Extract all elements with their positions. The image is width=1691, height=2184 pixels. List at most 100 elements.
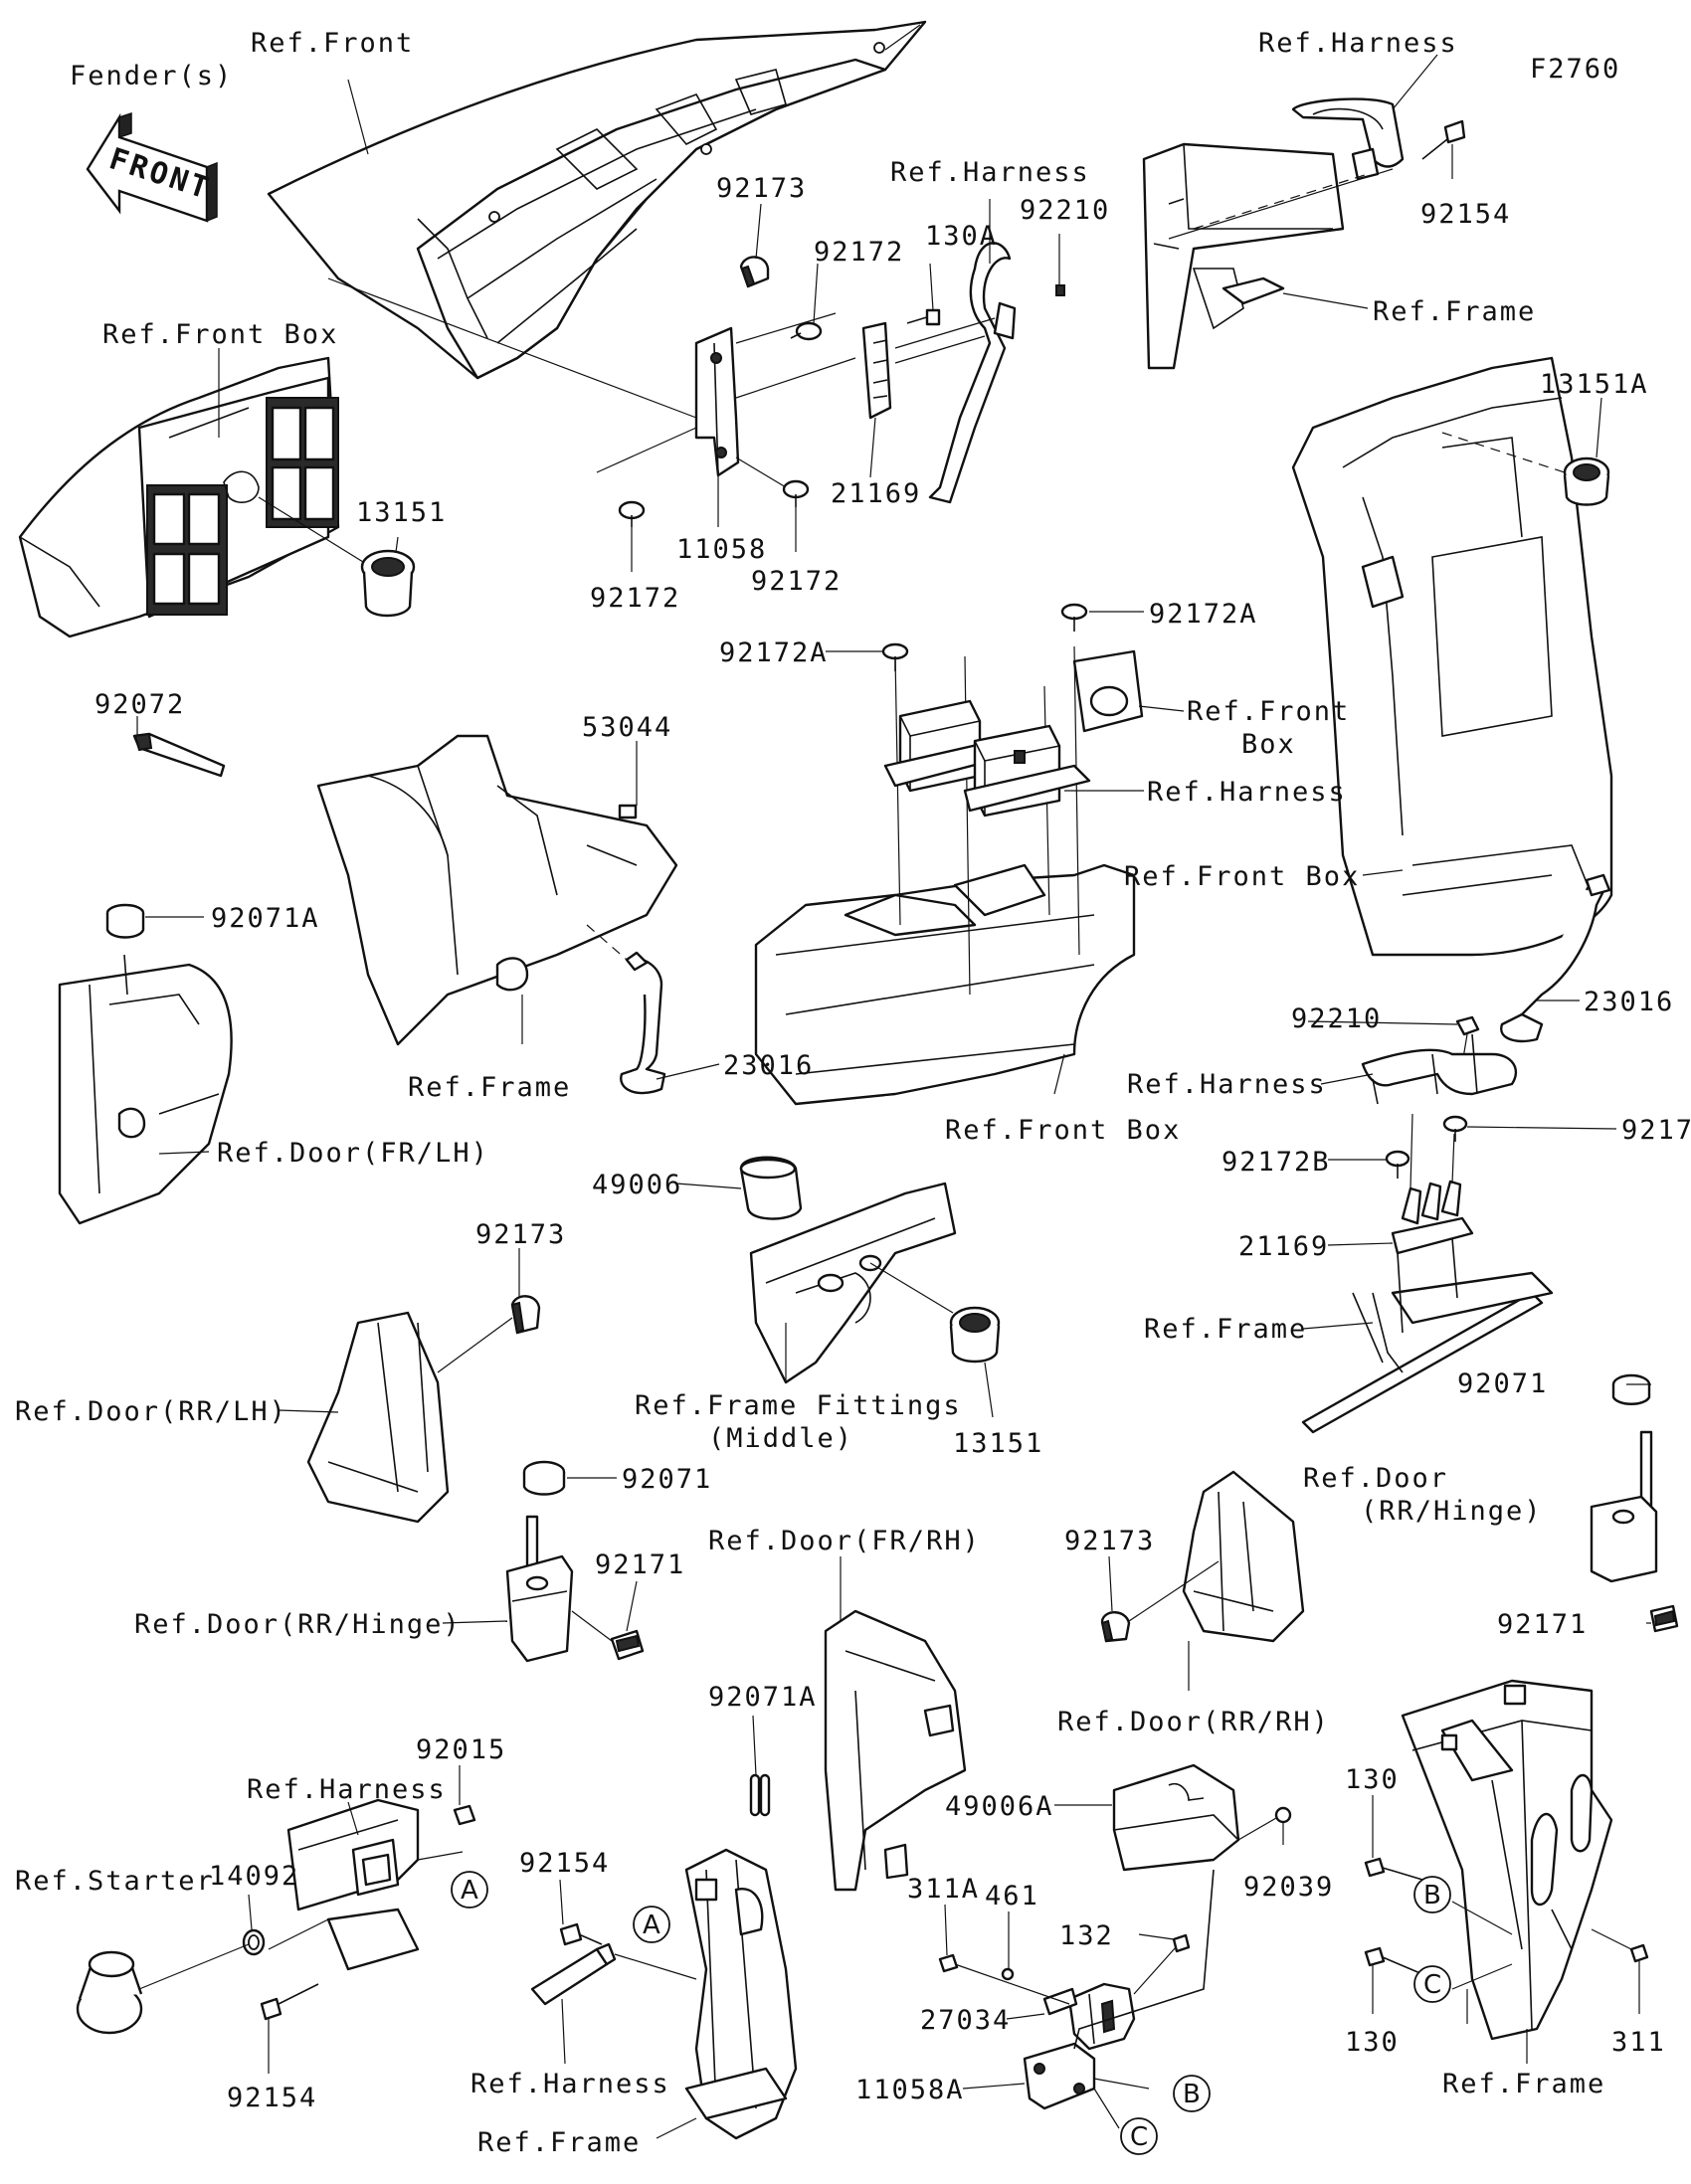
holder-21169-top [861, 242, 1017, 504]
callout-ref-frame-right: Ref.Frame [1144, 1314, 1307, 1345]
callout-ref-door-rr-rh: Ref.Door(RR/RH) [1057, 1707, 1330, 1737]
cap-49006 [739, 1156, 803, 1220]
callout-p311a: 311A [907, 1874, 980, 1905]
harness-right [1361, 1033, 1518, 1105]
fuse-box-right [963, 724, 1091, 818]
frame-right [1301, 1237, 1554, 1434]
callout-p92172a-left: 92172A [719, 637, 829, 668]
callout-ref-front-box-left: Ref.Front Box [102, 319, 338, 350]
callout-p92071a-lower: 92071A [708, 1682, 818, 1713]
screw-92172a-right [1060, 603, 1088, 632]
callout-line: Ref.Frame Fittings [635, 1390, 962, 1421]
harness-lower-left [268, 1798, 464, 1971]
screw-92172a-left [881, 642, 909, 671]
callout-ref-frame-fittings: Ref.Frame Fittings(Middle) [635, 1390, 962, 1454]
door-rr-hinge-right [1590, 1430, 1658, 1583]
socket-13151a [1441, 432, 1610, 506]
callout-p92173-mid: 92173 [475, 1219, 566, 1250]
callout-p132: 132 [1059, 1920, 1114, 1951]
cover-front-box-mid [1072, 649, 1144, 733]
callout-p11058: 11058 [676, 534, 767, 565]
nut-311a [938, 1953, 959, 1973]
grommet-92071-mid [522, 1460, 566, 1496]
bolt-92172-top [790, 321, 823, 341]
callout-ref-harness-mid: Ref.Harness [1147, 777, 1347, 808]
bracket-11058 [327, 277, 856, 488]
figure-id: F2760 [1530, 54, 1620, 85]
callout-p92172b-left: 92172B [1221, 1147, 1331, 1178]
callout-p92172-left: 92172 [590, 583, 680, 614]
callout-p92173-lower: 92173 [1064, 1526, 1155, 1556]
callout-p23016-right: 23016 [1584, 987, 1674, 1017]
callout-p49006a: 49006A [945, 1791, 1054, 1822]
front-box-left [18, 356, 340, 638]
callout-p92171-right: 92171 [1497, 1609, 1588, 1640]
socket-13151-mid [869, 1262, 1001, 1364]
clip-92173-mid [437, 1295, 541, 1373]
clip-92171-right [1649, 1604, 1679, 1633]
callout-ref-harness-bottom: Ref.Harness [470, 2069, 670, 2099]
harness-bottom [530, 1942, 697, 2006]
callout-p92039: 92039 [1243, 1872, 1334, 1903]
clip-92173-top [739, 256, 770, 288]
door-fr-rh [824, 1609, 967, 1892]
callout-p130a: 130A [925, 221, 998, 252]
callout-ref-door-rr-hinge-left: Ref.Door(RR/Hinge) [134, 1609, 462, 1640]
callout-ref-starter-motor: Ref.StarterMotor [15, 1866, 1691, 1929]
cover-49006a [1112, 1763, 1240, 1872]
callout-ref-door-fr-lh: Ref.Door(FR/LH) [217, 1138, 489, 1169]
callout-p92015: 92015 [416, 1734, 506, 1765]
grommet-92071a-lower [749, 1773, 771, 1817]
callout-p92071a-top: 92071A [211, 903, 320, 934]
callout-ref-door-fr-rh: Ref.Door(FR/RH) [708, 1526, 981, 1556]
callout-p14092: 14092 [209, 1861, 299, 1892]
callout-p130-bottom: 130 [1345, 2027, 1400, 2058]
callout-line: (Middle) [708, 1423, 853, 1454]
callout-p92172a-right: 92172A [1149, 599, 1258, 630]
front-box-right [1291, 356, 1613, 957]
circle-c-right: C [1423, 1970, 1441, 2000]
door-rr-hinge-left [505, 1515, 574, 1663]
screw-92172b-right [1442, 1115, 1468, 1142]
callout-p92172-top: 92172 [814, 237, 904, 268]
screw-92172b-left [1385, 1150, 1410, 1179]
callout-ref-door-rr-hinge-right: Ref.Door(RR/Hinge) [1303, 1463, 1543, 1527]
callout-p92210-top: 92210 [1020, 195, 1110, 226]
callout-p92171-mid: 92171 [595, 1549, 685, 1580]
socket-13151-left [258, 496, 416, 618]
callout-p49006: 49006 [592, 1170, 682, 1200]
callout-ref-frame-bottom-right: Ref.Frame [1442, 2069, 1605, 2099]
callout-ref-front-box-right: Ref.Front Box [1124, 861, 1360, 892]
callout-ref-front-box-bottom: Ref.Front Box [945, 1115, 1181, 1146]
callout-line: Ref.Starter [15, 1866, 215, 1897]
callout-p461: 461 [985, 1881, 1039, 1911]
callout-line: (RR/Hinge) [1361, 1496, 1543, 1527]
circle-b-right: B [1423, 1881, 1441, 1911]
bolt-92172-right [782, 479, 810, 507]
callout-p21169-top: 21169 [831, 478, 921, 509]
callout-p92172-right: 92172 [751, 566, 842, 597]
holder-21169-right [1391, 1113, 1474, 1255]
callout-ref-frame-bottom-mid: Ref.Frame [477, 2127, 641, 2158]
frame-bottom-right [1401, 1679, 1613, 2041]
nut-92039 [1237, 1806, 1292, 1841]
frame-top-right [1142, 97, 1405, 370]
frame-mid-left [316, 734, 678, 1046]
callout-p130-top: 130 [1345, 1764, 1400, 1795]
bolt-130-top [1364, 1857, 1423, 1881]
bolt-130-bottom [1364, 1946, 1423, 1975]
bolt-132 [1172, 1933, 1191, 1953]
clip-92171-mid [571, 1610, 645, 1661]
door-rr-rh [1182, 1470, 1305, 1643]
callout-line: Ref.Front [1187, 696, 1350, 727]
clip-92173-lower [1100, 1560, 1220, 1643]
callout-p92172b-right: 92172B [1621, 1115, 1691, 1146]
bolt-92172-left [618, 500, 646, 527]
callout-line: Ref.Front [251, 28, 414, 59]
callout-p23016-left: 23016 [723, 1050, 814, 1081]
bracket-11058a [1023, 1869, 1215, 2129]
